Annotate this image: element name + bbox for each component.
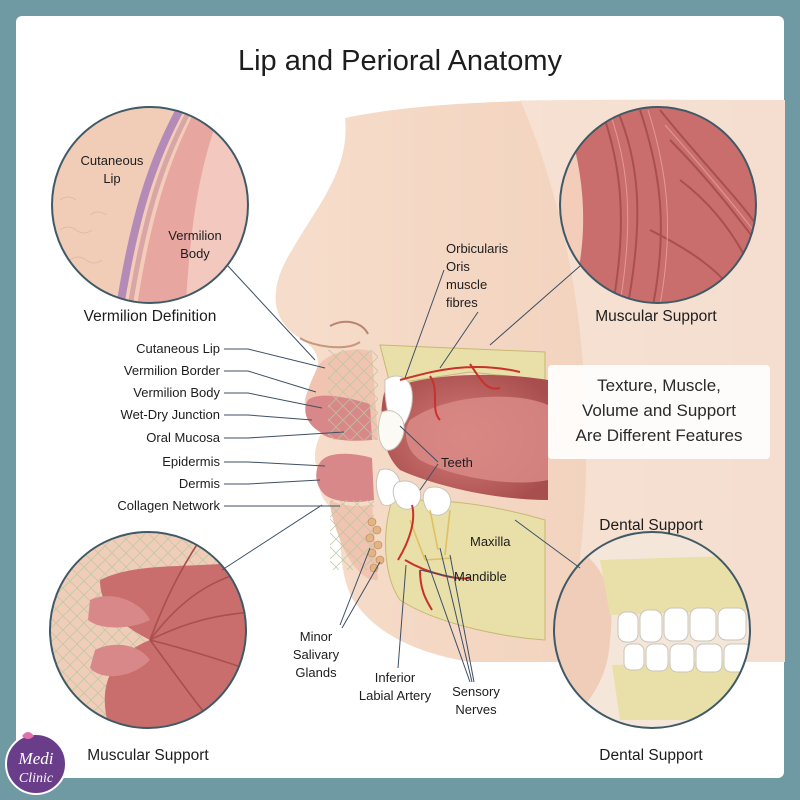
svg-text:Vermilion: Vermilion (168, 228, 221, 243)
svg-text:Salivary: Salivary (293, 647, 340, 662)
center-labels: Orbicularis Oris muscle fibres Teeth Max… (293, 241, 511, 717)
connector-vermilion (227, 265, 316, 361)
inset-label-vermilion-1: Vermilion (168, 228, 221, 243)
label-minor-2: Salivary (293, 647, 340, 662)
page-title: Lip and Perioral Anatomy (238, 45, 563, 77)
minor-salivary-glands-cluster (365, 517, 385, 573)
lower-tooth (392, 480, 422, 510)
caption-vermilion-definition: Vermilion Definition (84, 308, 217, 325)
logo-text-medi: Medi (18, 749, 54, 768)
caption-dental-support-bottom: Dental Support (599, 747, 703, 764)
label-epidermis: Epidermis (162, 454, 220, 469)
tongue (405, 396, 548, 483)
svg-text:Sensory: Sensory (452, 684, 500, 699)
caption-dental-support-top: Dental Support (599, 517, 703, 534)
connector-dental (514, 519, 581, 569)
lower-molar (422, 486, 452, 516)
lower-lip-section (316, 453, 374, 502)
svg-text:Labial Artery: Labial Artery (359, 688, 432, 703)
svg-text:Cutaneous: Cutaneous (81, 153, 144, 168)
callout-line-2: Volume and Support (582, 401, 736, 420)
medi-clinic-logo: Medi Clinic (5, 732, 67, 795)
connector-muscular-top (489, 265, 581, 346)
label-orbicularis-1: Orbicularis (446, 241, 509, 256)
label-orbicularis-3: muscle (446, 277, 487, 292)
vermilion-inset: Cutaneous Lip Vermilion Body (51, 106, 249, 304)
upper-tooth (378, 410, 405, 451)
label-dermis: Dermis (179, 476, 221, 491)
label-mandible: Mandible (454, 569, 507, 584)
callout-line-3: Are Different Features (576, 426, 743, 445)
svg-text:Minor: Minor (300, 629, 333, 644)
label-teeth: Teeth (441, 455, 473, 470)
svg-text:Orbicularis: Orbicularis (446, 241, 509, 256)
connector-muscular-bottom (221, 504, 323, 571)
inset-label-cutaneous-1: Cutaneous (81, 153, 144, 168)
label-minor-1: Minor (300, 629, 333, 644)
label-artery-1: Inferior (375, 670, 416, 685)
svg-text:muscle: muscle (446, 277, 487, 292)
label-orbicularis-2: Oris (446, 259, 470, 274)
label-oral-mucosa: Oral Mucosa (146, 430, 220, 445)
superior-labial-artery (399, 363, 521, 421)
inset-label-vermilion-2: Body (180, 246, 210, 261)
feature-callout: Texture, Muscle, Volume and Support Are … (548, 365, 770, 459)
caption-muscular-support-top: Muscular Support (595, 308, 717, 325)
muscular-inset-bottom (49, 531, 247, 729)
label-wet-dry-junction: Wet-Dry Junction (121, 407, 220, 422)
svg-text:Nerves: Nerves (455, 702, 497, 717)
logo-text-clinic: Clinic (19, 771, 54, 786)
inset-label-cutaneous-2: Lip (103, 171, 120, 186)
label-cutaneous-lip: Cutaneous Lip (136, 341, 220, 356)
svg-text:fibres: fibres (446, 295, 478, 310)
svg-text:Oris: Oris (446, 259, 470, 274)
label-vermilion-border: Vermilion Border (124, 363, 221, 378)
svg-text:Glands: Glands (295, 665, 337, 680)
svg-text:Lip: Lip (103, 171, 120, 186)
label-nerves-2: Nerves (455, 702, 497, 717)
label-vermilion-body: Vermilion Body (133, 385, 220, 400)
svg-text:Body: Body (180, 246, 210, 261)
label-artery-2: Labial Artery (359, 688, 432, 703)
label-minor-3: Glands (295, 665, 337, 680)
sensory-nerve-branches (409, 509, 453, 561)
caption-muscular-support-bottom: Muscular Support (87, 747, 209, 764)
left-label-list: Cutaneous Lip Vermilion Border Vermilion… (117, 341, 345, 513)
label-collagen-network: Collagen Network (117, 498, 220, 513)
label-nerves-1: Sensory (452, 684, 500, 699)
label-maxilla: Maxilla (470, 534, 511, 549)
callout-line-1: Texture, Muscle, (597, 376, 721, 395)
label-orbicularis-4: fibres (446, 295, 478, 310)
sagittal-section (305, 344, 548, 641)
svg-text:Inferior: Inferior (375, 670, 416, 685)
